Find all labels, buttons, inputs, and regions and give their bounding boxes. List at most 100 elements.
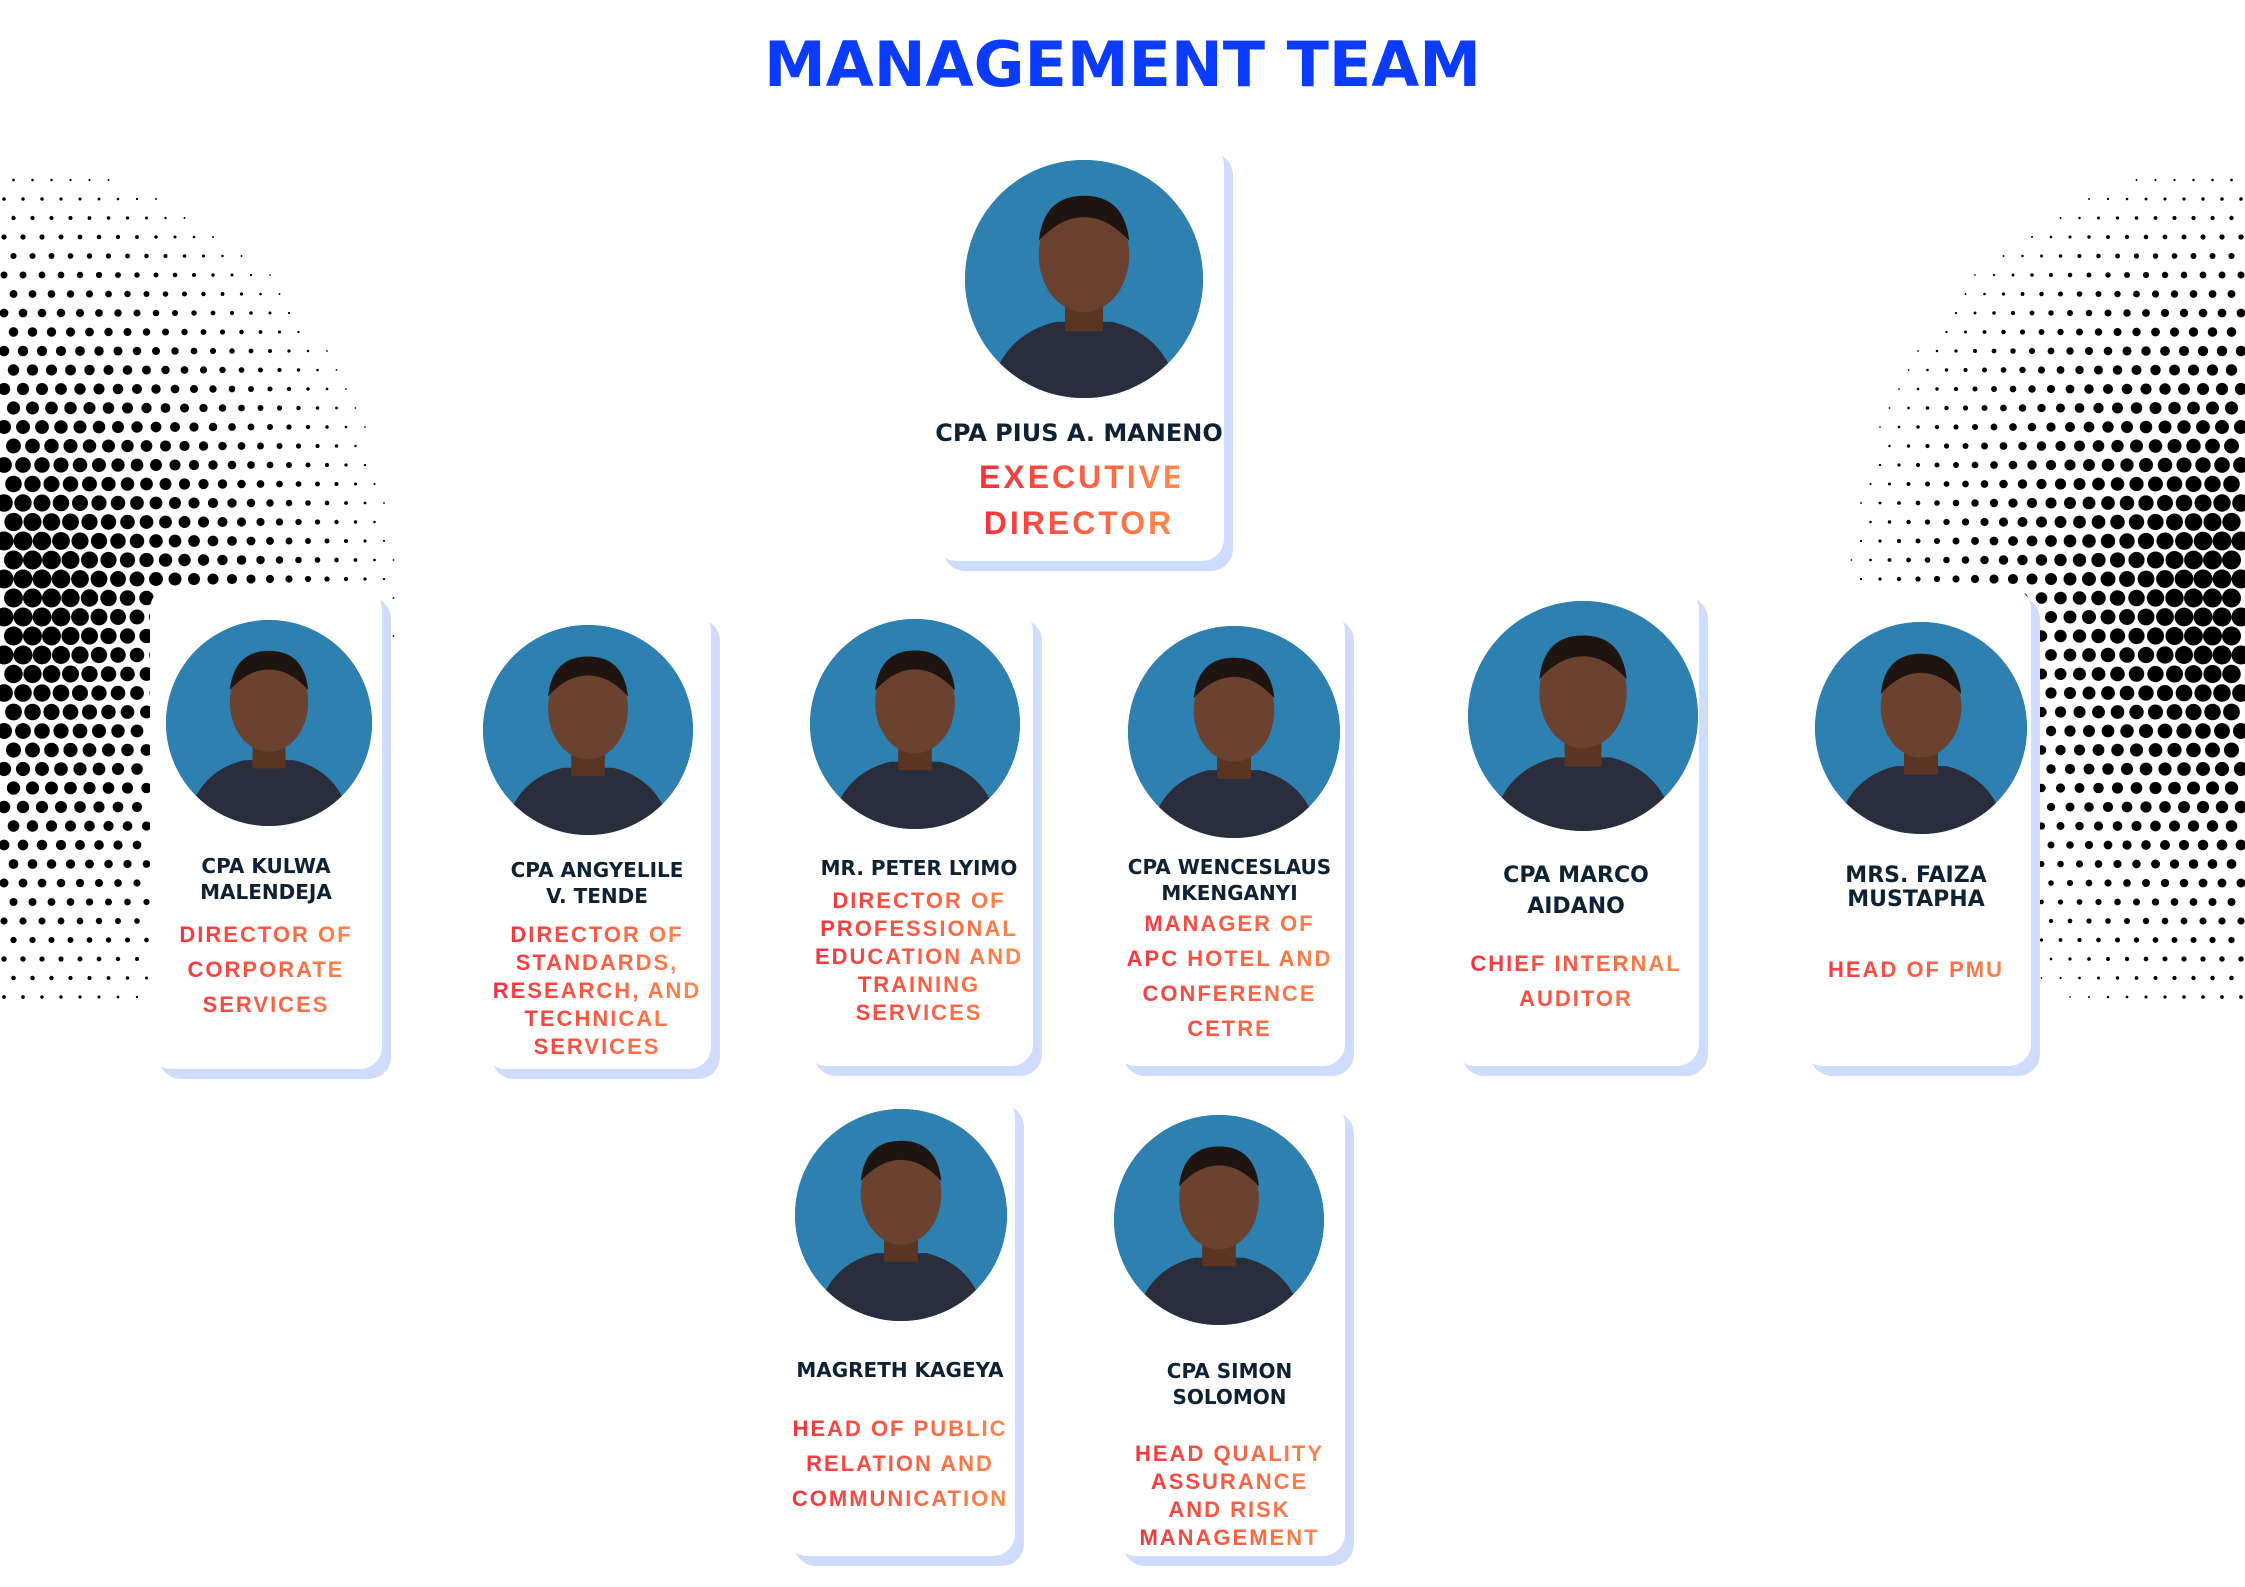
halftone-dot (354, 444, 357, 448)
halftone-dot (2096, 253, 2101, 259)
halftone-dot (2200, 234, 2206, 240)
halftone-dot (1998, 555, 2009, 565)
halftone-dot (2000, 367, 2007, 373)
halftone-dot (28, 290, 37, 298)
halftone-dot (2150, 859, 2161, 869)
halftone-dot (344, 463, 348, 467)
halftone-dot (1944, 368, 1949, 372)
halftone-dot (226, 573, 238, 585)
halftone-dot (74, 383, 86, 395)
halftone-dot (297, 330, 300, 334)
person-portrait-icon (795, 1109, 1007, 1321)
halftone-dot (2113, 327, 2122, 337)
halftone-dot (2206, 820, 2219, 832)
halftone-dot (21, 995, 25, 999)
halftone-dot (7, 820, 20, 832)
halftone-dot (2109, 590, 2126, 606)
halftone-dot (130, 458, 144, 472)
halftone-dot (2124, 956, 2130, 962)
halftone-dot (2112, 365, 2123, 375)
halftone-dot (119, 552, 136, 568)
halftone-dot (2082, 572, 2096, 586)
halftone-dot (1924, 557, 1931, 563)
halftone-dot (8, 327, 19, 337)
halftone-dot (1982, 330, 1987, 334)
halftone-dot (2094, 860, 2103, 868)
halftone-dot (2132, 898, 2141, 906)
halftone-dot (2119, 495, 2135, 511)
halftone-dot (50, 178, 53, 182)
halftone-dot (47, 898, 56, 906)
halftone-dot (2066, 841, 2074, 849)
halftone-dot (221, 254, 224, 258)
halftone-dot (2115, 253, 2120, 259)
halftone-dot (102, 782, 115, 794)
halftone-dot (84, 859, 95, 869)
halftone-dot (2057, 899, 2064, 905)
halftone-dot (17, 839, 29, 851)
halftone-dot (151, 384, 161, 394)
halftone-dot (217, 516, 228, 528)
halftone-dot (2203, 588, 2222, 608)
halftone-dot (125, 216, 130, 220)
halftone-dot (285, 575, 293, 583)
halftone-dot (2228, 252, 2235, 260)
halftone-dot (2171, 937, 2178, 943)
halftone-dot (75, 346, 85, 356)
halftone-dot (0, 419, 12, 435)
halftone-dot (326, 350, 328, 352)
halftone-dot (2082, 610, 2096, 624)
halftone-dot (353, 482, 358, 486)
halftone-dot (0, 531, 14, 551)
halftone-dot (266, 499, 274, 507)
member-photo (1468, 601, 1698, 831)
halftone-dot (2152, 937, 2159, 943)
halftone-dot (2135, 179, 2138, 181)
halftone-dot (258, 367, 263, 373)
halftone-dot (29, 936, 36, 944)
halftone-dot (2054, 516, 2067, 528)
halftone-dot (2082, 496, 2096, 510)
halftone-dot (2156, 684, 2174, 702)
halftone-dot (188, 459, 200, 471)
halftone-dot (115, 956, 121, 962)
halftone-dot (2231, 569, 2245, 589)
halftone-dot (2026, 573, 2038, 585)
halftone-dot (2114, 898, 2121, 906)
halftone-dot (44, 438, 59, 454)
halftone-dot (2204, 703, 2221, 721)
halftone-dot (0, 839, 10, 851)
halftone-dot (1981, 442, 1988, 450)
halftone-dot (2141, 878, 2151, 888)
halftone-dot (1935, 387, 1939, 391)
halftone-dot (2046, 764, 2056, 774)
halftone-dot (2105, 272, 2111, 278)
halftone-dot (101, 704, 116, 720)
member-photo (810, 619, 1020, 829)
halftone-dot (59, 995, 63, 999)
halftone-dot (2030, 919, 2034, 923)
halftone-dot (77, 234, 83, 240)
halftone-dot (30, 215, 35, 221)
halftone-dot (124, 898, 131, 906)
halftone-dot (2063, 610, 2077, 624)
member-photo (483, 625, 693, 835)
halftone-dot (1935, 349, 1939, 353)
halftone-dot (96, 234, 102, 240)
member-name: CPA ANGYELILE V. TENDE (510, 858, 684, 908)
halftone-dot (345, 388, 347, 390)
halftone-dot (37, 308, 47, 318)
halftone-dot (2212, 645, 2232, 665)
halftone-dot (382, 539, 386, 543)
halftone-dot (2112, 821, 2123, 831)
halftone-dot (2196, 762, 2210, 776)
halftone-dot (93, 383, 105, 395)
halftone-dot (305, 500, 311, 506)
halftone-dot (2163, 197, 2167, 201)
halftone-dot (2085, 879, 2093, 887)
halftone-dot (111, 420, 125, 434)
halftone-dot (2110, 705, 2125, 719)
halftone-dot (286, 424, 292, 430)
person-portrait-icon (166, 620, 372, 826)
